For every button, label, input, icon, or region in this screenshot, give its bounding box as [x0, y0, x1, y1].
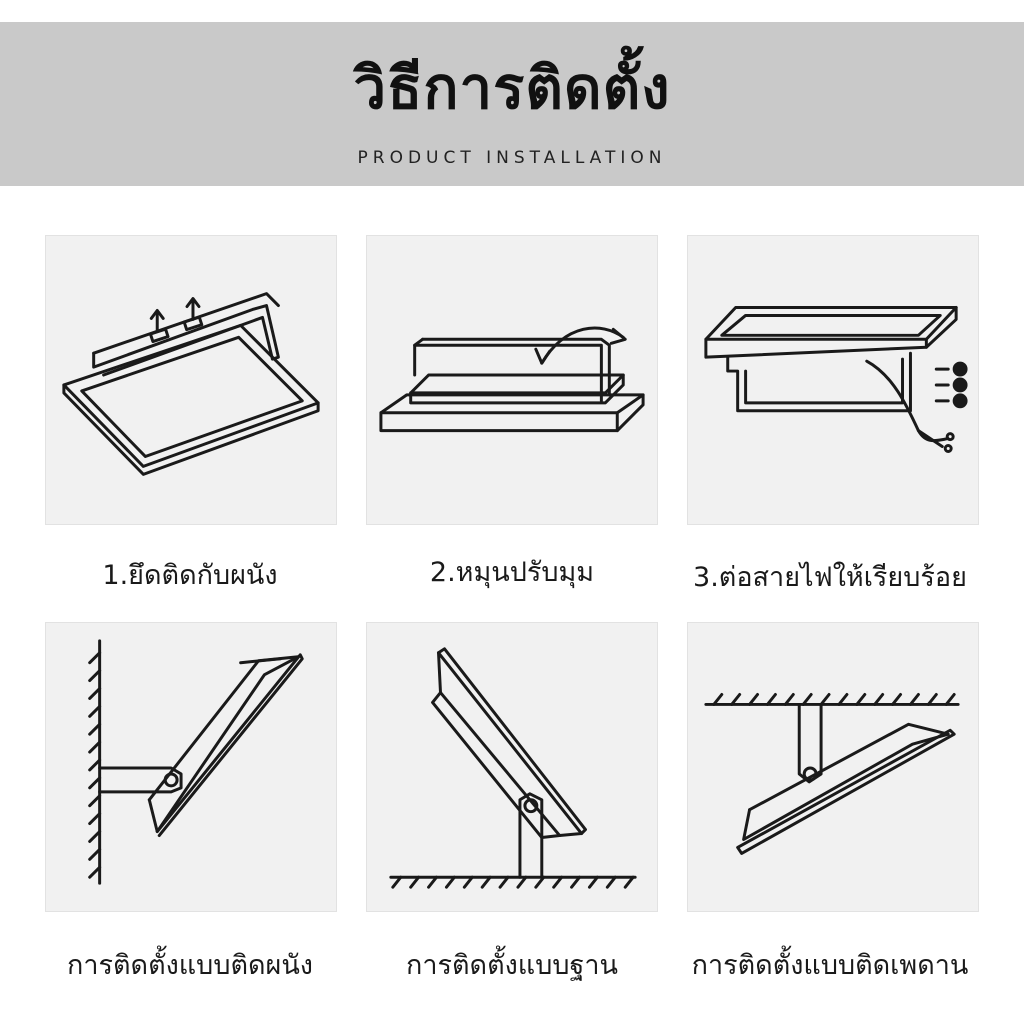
header-band — [0, 22, 1024, 186]
page-subtitle: PRODUCT INSTALLATION — [357, 148, 667, 168]
step-2-illustration — [366, 235, 658, 525]
step-1-caption: 1.ยึดติดกับผนัง — [102, 560, 278, 591]
step-3-illustration — [687, 235, 979, 525]
wall-mount-icon — [88, 639, 304, 885]
wall-fix-icon — [62, 292, 320, 476]
step-2-caption: 2.หมุนปรับมุม — [429, 557, 595, 588]
ceiling-mount-illustration — [687, 622, 979, 912]
ceiling-mount-icon — [704, 693, 960, 855]
step-3-caption: 3.ต่อสายไฟให้เรียบร้อย — [693, 562, 967, 593]
base-mount-icon — [389, 647, 637, 889]
page-title: วิธีการติดตั้ง — [353, 54, 671, 122]
base-mount-caption: การติดตั้งแบบฐาน — [406, 950, 618, 981]
wall-mount-caption: การติดตั้งแบบติดผนัง — [66, 950, 313, 981]
rotate-adjust-icon — [379, 326, 645, 433]
wall-mount-illustration — [45, 622, 337, 912]
step-1-illustration — [45, 235, 337, 525]
ceiling-mount-caption: การติดตั้งแบบติดเพดาน — [691, 950, 969, 981]
base-mount-illustration — [366, 622, 658, 912]
wiring-icon — [704, 306, 968, 453]
